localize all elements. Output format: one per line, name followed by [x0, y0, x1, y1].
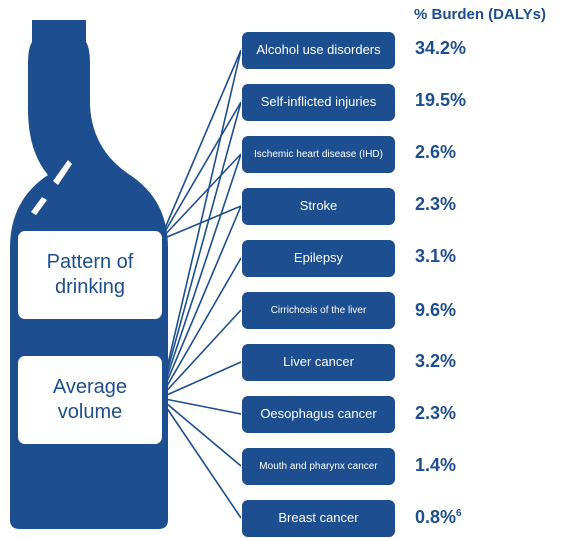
burden-value: 2.3%	[415, 403, 456, 424]
burden-value: 3.1%	[415, 246, 456, 267]
disease-label: Mouth and pharynx cancer	[259, 461, 378, 472]
disease-label: Self-inflicted injuries	[260, 94, 377, 110]
connector-pattern-line	[159, 49, 242, 241]
burden-percentage: 1.4%	[415, 455, 457, 475]
burden-percentage: 3.1%	[415, 246, 457, 266]
burden-percentage: 19.5%	[415, 90, 467, 110]
disease-box: Mouth and pharynx cancer	[241, 447, 396, 486]
burden-percentage: 2.6%	[415, 142, 457, 162]
burden-percentage: 2.3%	[415, 403, 457, 423]
disease-label: Oesophagus cancer	[260, 406, 377, 422]
connector-pattern-line	[159, 101, 242, 241]
footnote-marker: 6	[456, 508, 462, 519]
burden-percentage: 34.2%	[415, 38, 467, 58]
burden-value: 19.5%	[415, 90, 466, 111]
disease-label: Epilepsy	[293, 250, 344, 266]
burden-percentage: 9.6%	[415, 300, 457, 320]
disease-box: Liver cancer	[241, 343, 396, 382]
disease-box: Stroke	[241, 187, 396, 226]
burden-value: 1.4%	[415, 455, 456, 476]
bottle-highlight-lower	[31, 197, 47, 215]
disease-label: Stroke	[299, 198, 338, 214]
factor-average-volume: Average volume	[16, 354, 164, 446]
factor-pattern-of-drinking: Pattern of drinking	[16, 229, 164, 321]
disease-box: Cirrichosis of the liver	[241, 291, 396, 330]
disease-box: Breast cancer	[241, 499, 396, 538]
disease-box: Oesophagus cancer	[241, 395, 396, 434]
burden-percentage: 0.8%	[415, 507, 457, 527]
burden-value: 3.2%	[415, 351, 456, 372]
burden-value: 34.2%	[415, 38, 466, 59]
disease-box: Alcohol use disorders	[241, 31, 396, 70]
disease-box: Self-inflicted injuries	[241, 83, 396, 122]
connector-volume-line	[159, 309, 242, 399]
burden-percentage: 3.2%	[415, 351, 457, 371]
burden-value: 0.8%6	[415, 507, 462, 528]
connector-volume-line	[159, 361, 242, 399]
disease-box: Epilepsy	[241, 239, 396, 278]
disease-label: Alcohol use disorders	[256, 42, 381, 58]
disease-label: Cirrichosis of the liver	[270, 305, 367, 316]
disease-box: Ischemic heart disease (IHD)	[241, 135, 396, 174]
disease-label: Liver cancer	[283, 354, 354, 370]
burden-value: 2.6%	[415, 142, 456, 163]
connector-volume-line	[159, 397, 242, 519]
burden-value: 2.3%	[415, 194, 456, 215]
disease-label: Breast cancer	[278, 510, 359, 526]
connector-volume-line	[159, 257, 242, 399]
connector-volume-line	[159, 153, 242, 399]
burden-percentage: 2.3%	[415, 194, 457, 214]
disease-label: Ischemic heart disease (IHD)	[254, 149, 383, 160]
connector-volume-line	[159, 397, 242, 467]
connector-volume-line	[159, 101, 242, 399]
burden-value: 9.6%	[415, 300, 456, 321]
bottle-highlight-upper	[53, 160, 72, 185]
burden-header: % Burden (DALYs)	[414, 6, 546, 23]
connector-volume-line	[159, 49, 242, 399]
connector-pattern-line	[159, 153, 242, 241]
connector-volume-line	[159, 205, 242, 399]
connector-volume-line	[159, 397, 242, 415]
